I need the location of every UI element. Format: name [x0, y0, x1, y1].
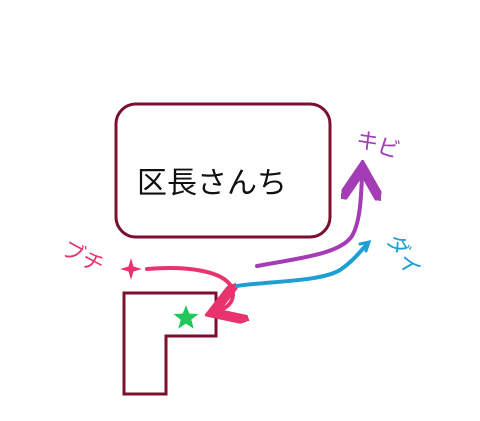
- purple-annotation: キビ: [353, 127, 403, 164]
- green-star-icon: [173, 305, 199, 329]
- blue-arrow-head: [358, 239, 372, 253]
- blue-annotation: ダイ: [381, 230, 425, 281]
- pink-arrow: [145, 266, 233, 310]
- l-shaped-building: [122, 291, 218, 396]
- pink-sparkle-icon: [120, 258, 142, 280]
- house-label: 区長さんち: [137, 166, 287, 201]
- house-box: [114, 102, 332, 239]
- blue-arrow: [235, 241, 370, 288]
- purple-arrow: [255, 176, 362, 268]
- pink-annotation: ブチ: [57, 237, 108, 280]
